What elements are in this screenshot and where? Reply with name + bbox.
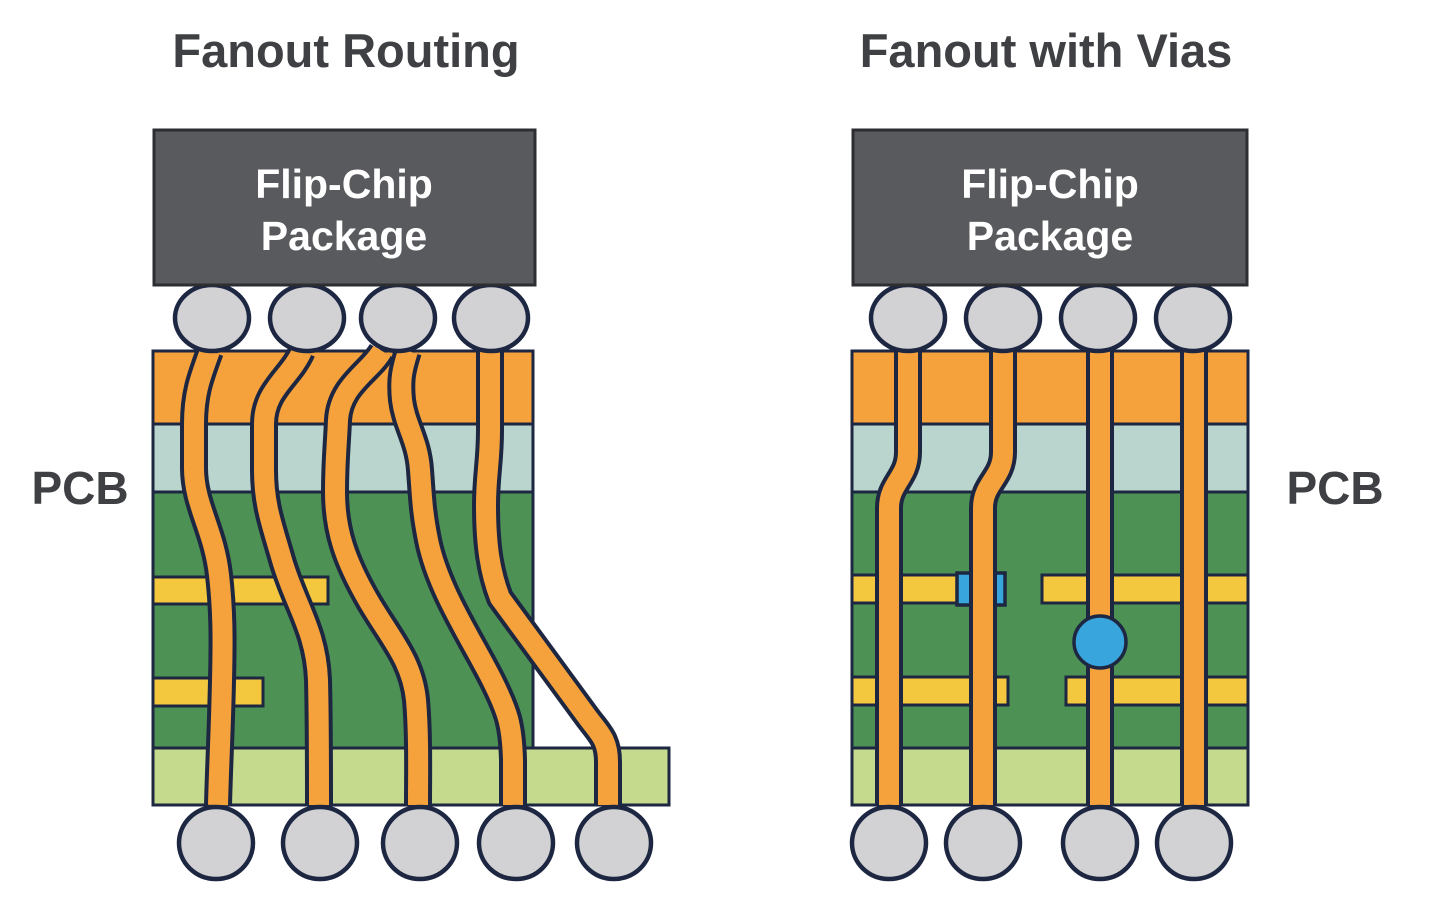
right-top-ball-3 (1058, 282, 1138, 354)
right-diagram-title: Fanout with Vias (860, 24, 1233, 77)
right-inner-trace-1-right (1040, 573, 1250, 605)
left-package-label-line2: Package (261, 213, 427, 259)
left-top-ball-3 (358, 282, 438, 354)
left-top-ball-2 (267, 282, 347, 354)
right-top-ball-1 (868, 282, 948, 354)
left-fanout-trace-3 (325, 345, 429, 806)
right-top-ball-2 (963, 282, 1043, 354)
right-via-trace-2 (973, 351, 1013, 805)
right-inner-trace-1-left (850, 573, 959, 605)
left-fanout-trace-1 (184, 347, 233, 806)
right-package-label-line2: Package (967, 213, 1133, 259)
blue-via-circle (1072, 614, 1128, 670)
right-via-trace-1 (879, 351, 918, 805)
left-bottom-ball-3 (380, 804, 460, 882)
left-pcb-label: PCB (31, 462, 128, 514)
left-bottom-ball-2 (280, 804, 360, 882)
right-bottom-ball-2 (943, 804, 1023, 882)
right-pcb-label: PCB (1286, 462, 1383, 514)
left-fanout-trace-4 (391, 347, 523, 805)
left-top-ball-4 (451, 282, 531, 354)
right-bottom-ball-3 (1060, 804, 1140, 882)
right-top-ball-4 (1153, 282, 1233, 354)
left-package-label-line1: Flip-Chip (255, 161, 433, 207)
left-diagram-title: Fanout Routing (172, 24, 519, 77)
left-fanout-trace-2 (254, 346, 329, 806)
right-bottom-ball-4 (1154, 804, 1234, 882)
right-diagram: Fanout with Vias (849, 24, 1384, 882)
right-package-label-line1: Flip-Chip (961, 161, 1139, 207)
left-bottom-ball-4 (476, 804, 556, 882)
left-fanout-trace-5 (476, 351, 618, 805)
left-top-ball-1 (172, 282, 252, 354)
right-bottom-ball-1 (849, 804, 929, 882)
right-flip-chip-package (851, 128, 1249, 287)
left-flip-chip-package (152, 128, 537, 287)
left-bottom-ball-5 (574, 804, 654, 882)
left-bottom-ball-1 (176, 804, 256, 882)
left-diagram: Fanout Routing Flip-Chip (31, 24, 671, 882)
